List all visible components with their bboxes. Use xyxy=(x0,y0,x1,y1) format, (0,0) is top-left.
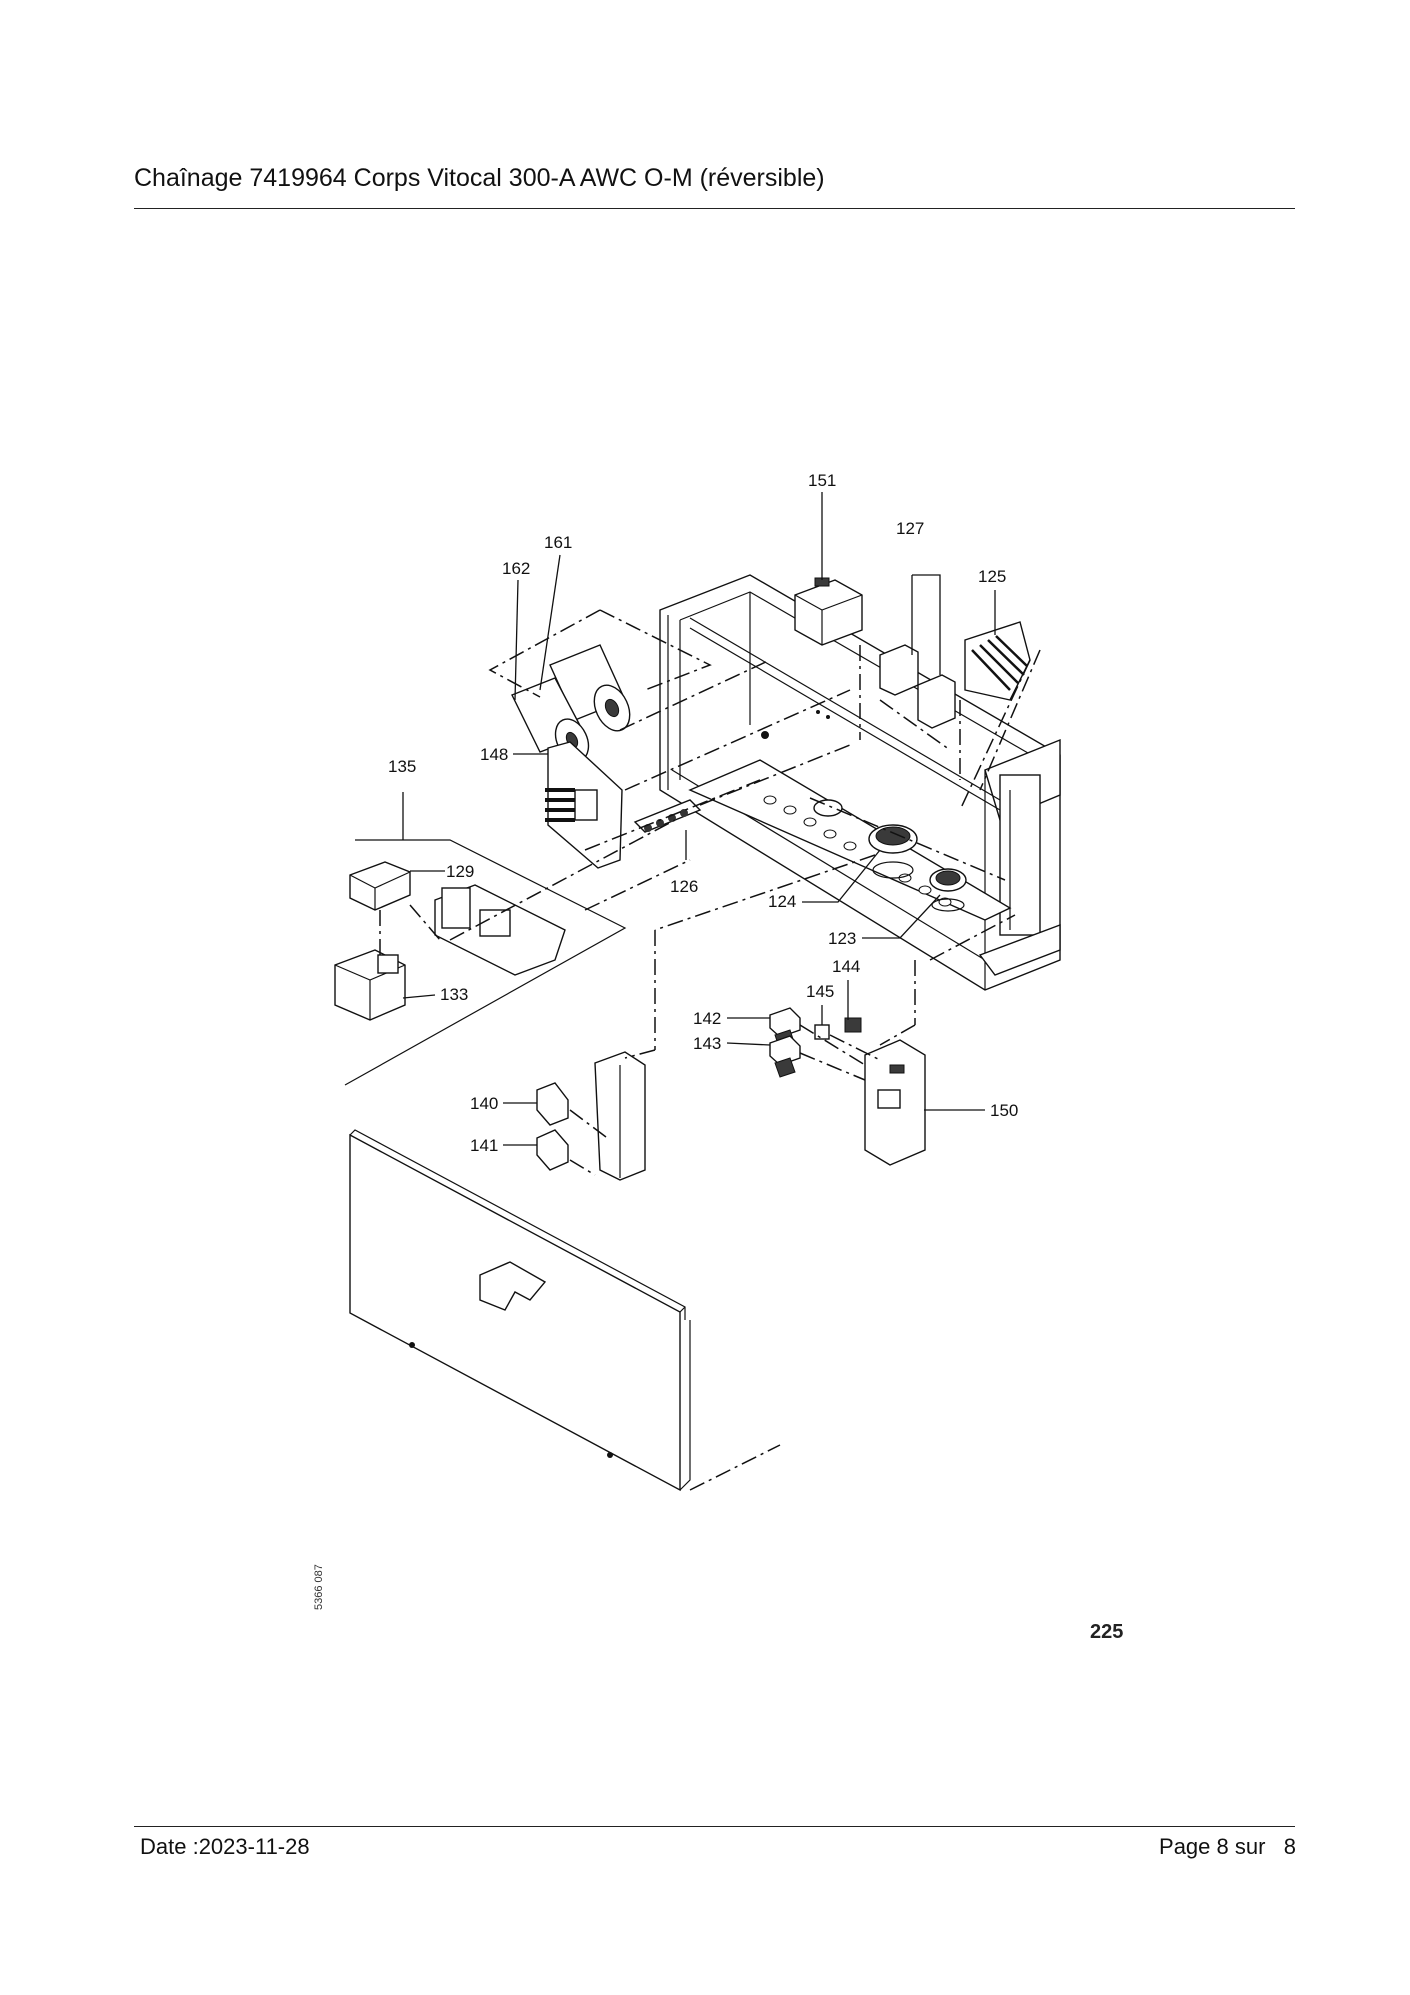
label-126: 126 xyxy=(670,877,698,896)
label-161: 161 xyxy=(544,533,572,552)
relay-129 xyxy=(349,861,411,911)
front-panel xyxy=(349,1129,691,1492)
label-151: 151 xyxy=(808,471,836,490)
label-142: 142 xyxy=(693,1009,721,1028)
label-144: 144 xyxy=(832,957,860,976)
label-127: 127 xyxy=(896,519,924,538)
busbar-126 xyxy=(633,799,702,833)
connector-strip xyxy=(594,1051,646,1181)
header-divider xyxy=(134,208,1295,209)
label-148: 148 xyxy=(480,745,508,764)
plug-143 xyxy=(769,1035,801,1078)
label-125: 125 xyxy=(978,567,1006,586)
connector-140 xyxy=(536,1082,569,1126)
contactor-133 xyxy=(334,949,406,1021)
capacitor-161 xyxy=(549,644,631,732)
drawing-number: 5366 087 xyxy=(313,1564,325,1610)
assembly-lines xyxy=(379,609,1041,1491)
label-143: 143 xyxy=(693,1034,721,1053)
terminal-block-127 xyxy=(879,644,956,729)
plug-145 xyxy=(814,1024,830,1040)
leader-lines xyxy=(402,492,996,1146)
label-133: 133 xyxy=(440,985,468,1004)
cable-gland-124 xyxy=(868,824,918,879)
connector-141 xyxy=(536,1129,569,1171)
capacitor-162 xyxy=(511,677,590,762)
label-145: 145 xyxy=(806,982,834,1001)
label-162: 162 xyxy=(502,559,530,578)
label-123: 123 xyxy=(828,929,856,948)
circuit-board-148 xyxy=(545,741,623,869)
part-labels: 151 127 125 161 162 148 135 129 133 126 … xyxy=(388,471,1018,1155)
label-140: 140 xyxy=(470,1094,498,1113)
footer-divider xyxy=(134,1826,1295,1827)
circuit-board-150 xyxy=(864,1039,926,1166)
footer-date: Date :2023-11-28 xyxy=(140,1834,310,1859)
plug-144 xyxy=(844,1017,862,1033)
label-124: 124 xyxy=(768,892,796,911)
cable-gland-123 xyxy=(929,868,967,912)
page-title: Chaînage 7419964 Corps Vitocal 300-A AWC… xyxy=(134,164,825,192)
label-129: 129 xyxy=(446,862,474,881)
label-150: 150 xyxy=(990,1101,1018,1120)
figure-number: 225 xyxy=(1090,1621,1123,1643)
terminal-strip-125 xyxy=(964,621,1031,701)
transformer-151 xyxy=(794,577,863,646)
label-141: 141 xyxy=(470,1136,498,1155)
label-135: 135 xyxy=(388,757,416,776)
footer-page-number: Page 8 sur 8 xyxy=(1159,1834,1296,1859)
